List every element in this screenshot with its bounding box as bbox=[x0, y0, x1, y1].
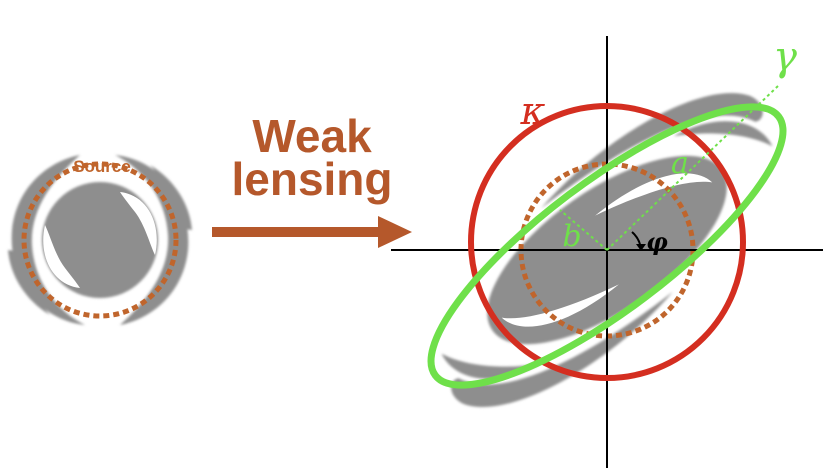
gamma-symbol: γ bbox=[773, 34, 797, 80]
source-galaxy-arm bbox=[115, 155, 189, 325]
lensed-galaxy-arm bbox=[673, 121, 773, 147]
source-galaxy-gap bbox=[43, 225, 80, 288]
phi-arrowhead bbox=[636, 244, 646, 251]
semi-minor-axis-b bbox=[559, 209, 608, 251]
arrow-label-weak: Weak bbox=[252, 110, 372, 162]
source-outline-circle bbox=[21, 161, 179, 319]
source-galaxy-gap bbox=[120, 192, 157, 255]
source-label: Source bbox=[73, 157, 131, 176]
source-galaxy-arm bbox=[150, 165, 192, 230]
source-galaxy-arm bbox=[11, 155, 85, 325]
gamma-ellipse bbox=[427, 103, 787, 389]
label-b: b bbox=[562, 219, 581, 254]
arrow-shaft bbox=[212, 227, 380, 237]
source-galaxy-arm bbox=[8, 250, 50, 315]
lensed-galaxy-gap bbox=[595, 173, 713, 216]
arrow-head bbox=[378, 216, 412, 248]
source-galaxy: Source bbox=[8, 155, 192, 325]
label-a: a bbox=[671, 146, 689, 181]
kappa-circle bbox=[468, 103, 746, 381]
kappa-symbol: κ bbox=[520, 89, 546, 133]
arrow-label-lensing: lensing bbox=[231, 153, 392, 205]
weak-lensing-arrow: Weak lensing bbox=[212, 110, 412, 248]
lensed-galaxy-arm bbox=[451, 291, 673, 407]
lensed-galaxy-gap bbox=[501, 284, 619, 327]
source-galaxy-core bbox=[42, 182, 158, 298]
label-phi: φ bbox=[646, 227, 668, 256]
